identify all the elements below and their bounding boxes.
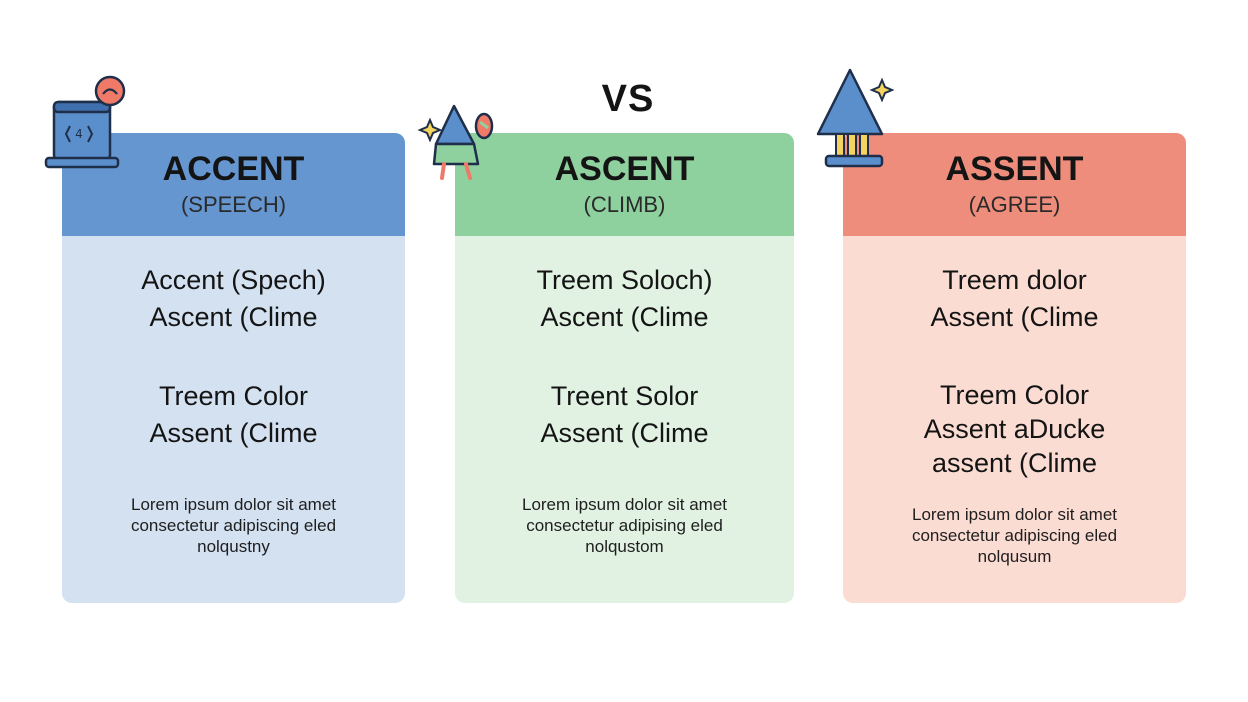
svg-text:4: 4	[75, 127, 83, 141]
card-assent-block2: Treem Color Assent aDucke assent (Clime	[843, 378, 1186, 480]
card-assent-block1-line2: Assent (Clime	[930, 302, 1099, 332]
speech-bubble-device-icon: 4	[44, 75, 126, 169]
card-ascent-body: Treem Soloch) Ascent (Clime Treent Solor…	[455, 236, 794, 557]
card-ascent-lorem-line1: Lorem ipsum dolor sit amet	[521, 495, 728, 514]
card-accent-title: ACCENT	[162, 150, 305, 188]
card-assent-lorem-line1: Lorem ipsum dolor sit amet	[911, 505, 1118, 524]
card-ascent-block2-line2: Assent (Clime	[540, 418, 709, 448]
card-accent-block1: Accent (Spech) Ascent (Clime	[62, 262, 405, 336]
card-accent-block2-line2: Assent (Clime	[149, 418, 318, 448]
card-accent-block1-line2: Ascent (Clime	[149, 302, 318, 332]
card-assent: ASSENT (AGREE) Treem dolor Assent (Clime…	[843, 133, 1186, 603]
card-accent-subtitle: (SPEECH)	[180, 192, 287, 217]
card-assent-block1: Treem dolor Assent (Clime	[843, 262, 1186, 336]
card-assent-subtitle: (AGREE)	[968, 192, 1061, 217]
card-assent-block2-line1: Treem Color	[939, 380, 1090, 410]
card-ascent-block2: Treent Solor Assent (Clime	[455, 378, 794, 452]
card-accent-body: Accent (Spech) Ascent (Clime Treem Color…	[62, 236, 405, 557]
card-ascent-block1: Treem Soloch) Ascent (Clime	[455, 262, 794, 336]
mountain-climber-icon	[417, 104, 494, 180]
card-assent-block2-line2: Assent aDucke	[923, 414, 1106, 444]
card-ascent: ASCENT (CLIMB) Treem Soloch) Ascent (Cli…	[455, 133, 794, 603]
card-ascent-title: ASCENT	[554, 150, 695, 188]
card-assent-lorem-line3: nolqusum	[977, 547, 1052, 566]
card-ascent-block1-line1: Treem Soloch)	[536, 265, 713, 295]
card-accent: ACCENT (SPEECH) Accent (Spech) Ascent (C…	[62, 133, 405, 603]
card-assent-header: ASSENT (AGREE)	[843, 133, 1186, 236]
card-accent-lorem-line3: nolqustny	[197, 537, 270, 556]
card-assent-body: Treem dolor Assent (Clime Treem Color As…	[843, 236, 1186, 567]
card-assent-lorem: Lorem ipsum dolor sit amet consectetur a…	[843, 504, 1186, 567]
card-ascent-header: ASCENT (CLIMB)	[455, 133, 794, 236]
card-ascent-block1-line2: Ascent (Clime	[540, 302, 709, 332]
card-ascent-lorem-line2: consectetur adipising eled	[526, 516, 723, 535]
card-accent-lorem: Lorem ipsum dolor sit amet consectetur a…	[62, 494, 405, 557]
card-ascent-subtitle: (CLIMB)	[583, 192, 666, 217]
card-ascent-block2-line1: Treent Solor	[550, 381, 699, 411]
card-accent-block1-line1: Accent (Spech)	[141, 265, 326, 295]
card-ascent-lorem: Lorem ipsum dolor sit amet consectetur a…	[455, 494, 794, 557]
agreement-tower-icon	[816, 68, 895, 168]
card-accent-lorem-line2: consectetur adipiscing eled	[130, 516, 337, 535]
card-accent-block2-line1: Treem Color	[158, 381, 309, 411]
card-accent-header: ACCENT (SPEECH)	[62, 133, 405, 236]
vs-label: VS	[601, 78, 655, 120]
card-accent-lorem-line1: Lorem ipsum dolor sit amet	[130, 495, 337, 514]
card-accent-block2: Treem Color Assent (Clime	[62, 378, 405, 452]
card-ascent-lorem-line3: nolqustom	[585, 537, 664, 556]
card-assent-lorem-line2: consectetur adipiscing eled	[911, 526, 1118, 545]
card-assent-block1-line1: Treem dolor	[942, 265, 1087, 295]
card-assent-title: ASSENT	[945, 150, 1084, 188]
card-assent-block2-line3: assent (Clime	[931, 448, 1098, 478]
